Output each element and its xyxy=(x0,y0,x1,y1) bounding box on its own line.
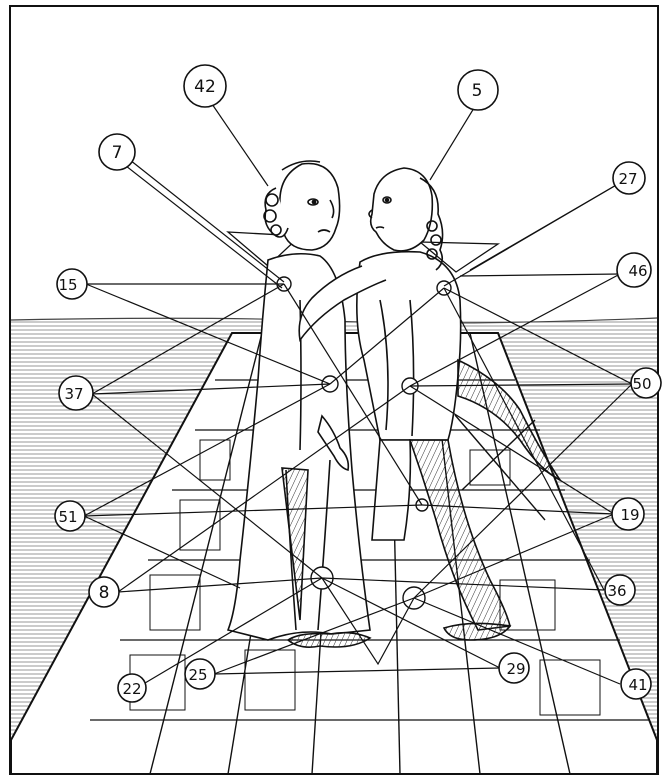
label-37: 37 xyxy=(59,376,93,410)
label-51: 51 xyxy=(55,501,85,531)
label-5: 5 xyxy=(458,70,498,110)
svg-text:15: 15 xyxy=(58,276,77,294)
svg-text:50: 50 xyxy=(632,375,651,393)
label-41: 41 xyxy=(621,669,651,699)
label-50: 50 xyxy=(631,368,661,398)
svg-text:25: 25 xyxy=(188,666,207,684)
svg-text:46: 46 xyxy=(628,262,647,280)
label-36: 36 xyxy=(605,575,635,605)
label-7: 7 xyxy=(99,134,135,170)
svg-text:51: 51 xyxy=(58,508,77,526)
svg-text:27: 27 xyxy=(618,170,637,188)
svg-text:8: 8 xyxy=(99,583,110,603)
label-46: 46 xyxy=(617,253,651,287)
label-15: 15 xyxy=(57,269,87,299)
svg-text:19: 19 xyxy=(620,506,639,524)
svg-text:42: 42 xyxy=(194,77,216,97)
svg-text:22: 22 xyxy=(122,680,141,698)
label-27: 27 xyxy=(613,162,645,194)
svg-text:7: 7 xyxy=(112,143,123,163)
svg-text:5: 5 xyxy=(472,81,483,101)
svg-text:36: 36 xyxy=(607,582,626,600)
label-25: 25 xyxy=(185,659,215,689)
svg-text:29: 29 xyxy=(506,660,525,678)
svg-text:41: 41 xyxy=(628,676,647,694)
label-22: 22 xyxy=(118,674,146,702)
label-8: 8 xyxy=(89,577,119,607)
svg-text:37: 37 xyxy=(64,385,83,403)
label-42: 42 xyxy=(184,65,226,107)
label-19: 19 xyxy=(612,498,644,530)
label-29: 29 xyxy=(499,653,529,683)
